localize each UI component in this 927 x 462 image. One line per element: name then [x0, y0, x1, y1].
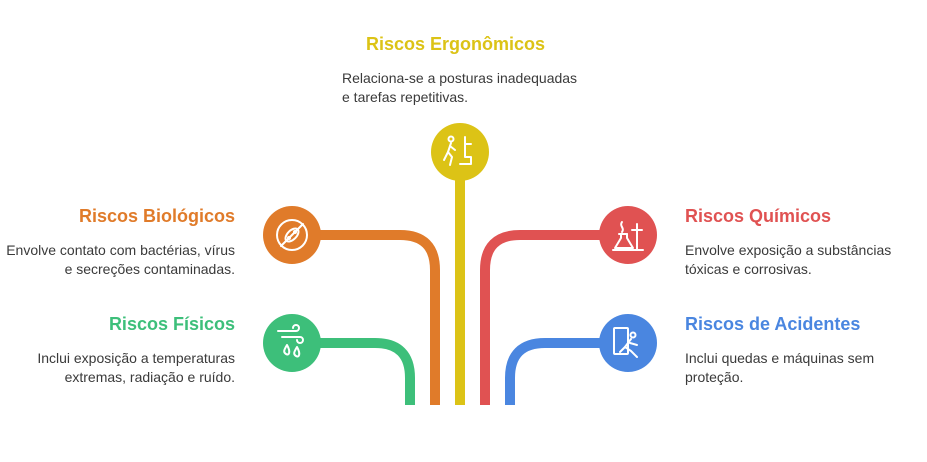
chemical-flask-icon: [612, 221, 644, 251]
connector-quimicos: [480, 230, 628, 405]
no-bacteria-icon: [276, 219, 308, 251]
title-biologicos: Riscos Biológicos: [78, 206, 235, 226]
node-acidentes: [599, 314, 657, 372]
desc-quimicos: Envolve exposição a substâncias tóxicas …: [685, 242, 892, 277]
wind-drops-icon: [277, 324, 304, 358]
desc-fisicos: Inclui exposição a temperaturas extremas…: [37, 350, 235, 385]
connector-acidentes: [505, 338, 628, 405]
node-ergonomicos: [431, 123, 489, 181]
title-ergonomicos: Riscos Ergonômicos: [366, 34, 546, 54]
desc-ergonomicos: Relaciona-se a posturas inadequadas e ta…: [342, 70, 578, 105]
person-falling-icon: [613, 327, 638, 358]
desc-biologicos: Envolve contato com bactérias, vírus e s…: [6, 242, 235, 277]
title-acidentes: Riscos de Acidentes: [685, 314, 861, 334]
connector-biologicos: [292, 230, 440, 405]
desc-acidentes: Inclui quedas e máquinas sem proteção.: [685, 350, 875, 385]
title-fisicos: Riscos Físicos: [108, 314, 235, 334]
node-quimicos: [599, 206, 657, 264]
node-fisicos: [263, 314, 321, 372]
connector-fisicos: [292, 338, 415, 405]
title-quimicos: Riscos Químicos: [685, 206, 832, 226]
person-walking-chair-icon: [443, 135, 472, 166]
node-biologicos: [263, 206, 321, 264]
